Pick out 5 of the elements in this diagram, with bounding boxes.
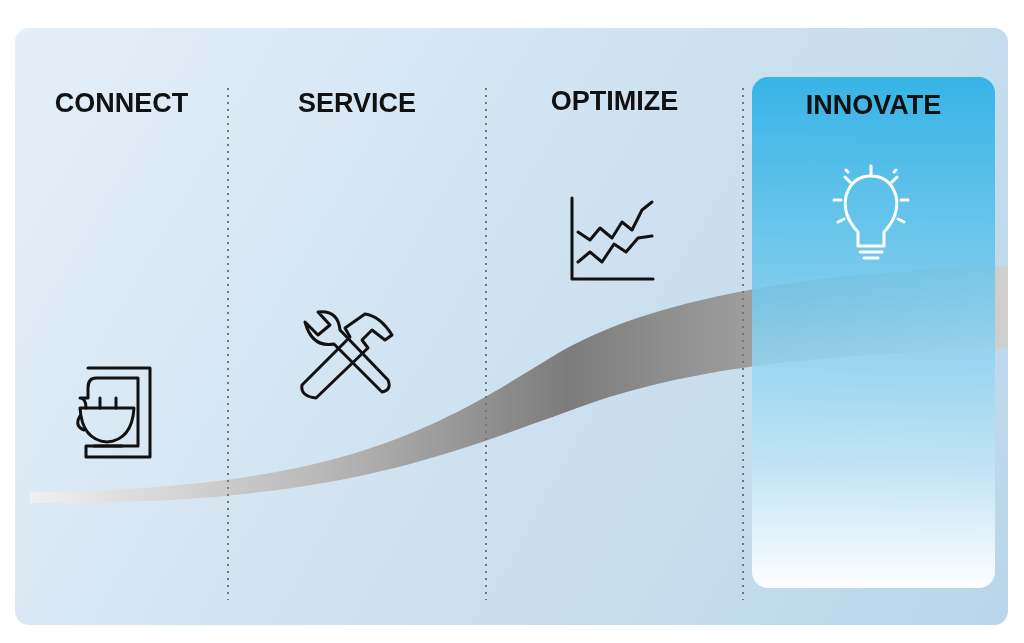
highlight-panel <box>752 77 995 588</box>
stage-heading: CONNECT <box>54 88 189 119</box>
stage-heading: INNOVATE <box>805 90 942 121</box>
stage-heading: SERVICE <box>297 88 416 119</box>
stage-heading: OPTIMIZE <box>550 86 679 117</box>
